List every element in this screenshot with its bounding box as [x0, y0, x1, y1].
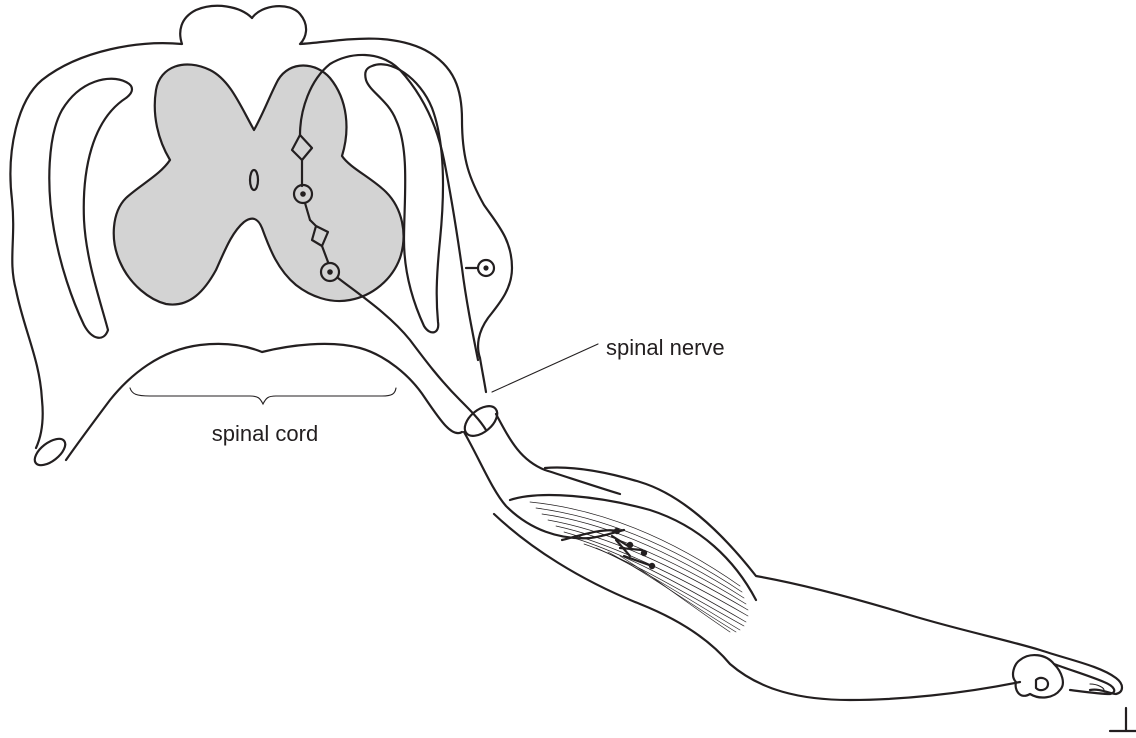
spinal-nerve-leader-line — [492, 344, 598, 392]
end-plate-dot — [641, 550, 647, 556]
arm-lower-edge — [494, 514, 1020, 700]
arm-upper-edge — [545, 468, 1122, 694]
stimulus-marker — [1110, 708, 1136, 731]
thumbnail — [1036, 678, 1048, 690]
end-plate-dot — [614, 528, 620, 534]
end-plate-dot — [627, 542, 633, 548]
end-plate-dot — [649, 563, 655, 569]
ganglion-nucleus — [483, 265, 488, 270]
relay-neuron-nucleus — [300, 191, 306, 197]
motor-neuron-axon — [338, 278, 486, 430]
spinal-cord-label: spinal cord — [212, 421, 318, 446]
hand-outline — [1013, 655, 1063, 697]
nerve-to-arm-lower — [496, 414, 620, 494]
spinal-nerve-label: spinal nerve — [606, 335, 725, 360]
motor-neuron-nucleus — [327, 269, 333, 275]
left-nerve-stump — [30, 434, 69, 470]
spinal-cord-brace — [130, 388, 396, 404]
bicep-upper-contour — [510, 495, 756, 600]
